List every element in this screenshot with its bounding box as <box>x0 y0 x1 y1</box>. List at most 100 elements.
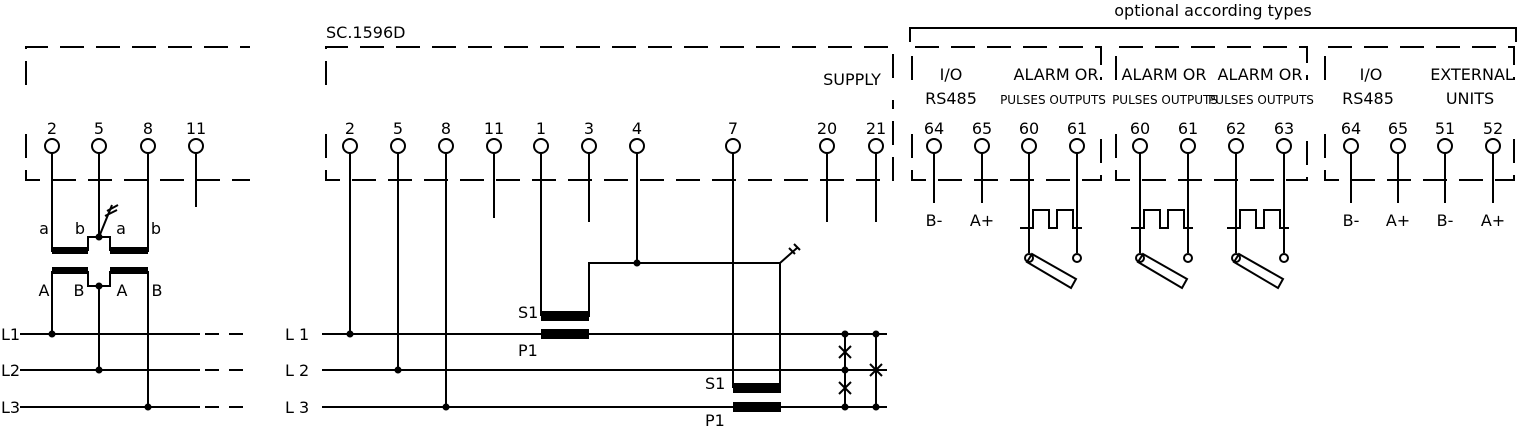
module3-terminal-64 <box>1343 138 1359 154</box>
ct2-secondary <box>733 383 781 393</box>
module1-alarm-label: ALARM OR <box>1014 65 1099 84</box>
module2-pulses-label: PULSES OUTPUTS <box>1112 93 1218 107</box>
left-line-label: L1 <box>1 325 20 344</box>
left-panel-border-bottom <box>25 134 250 181</box>
module2-terminal-label: 62 <box>1226 119 1246 138</box>
module3-terminal-label: 52 <box>1483 119 1503 138</box>
contact-terminal <box>1072 253 1082 263</box>
module2-alarm-label: ALARM OR <box>1218 65 1303 84</box>
module2-border-top <box>1115 46 1308 80</box>
module1-terminal-label: 65 <box>972 119 992 138</box>
module2-terminal-61 <box>1180 138 1196 154</box>
switch-contact-symbol <box>1136 252 1189 290</box>
main-panel: SC.1596D SUPPLY 2 5 8 11 1 3 4 7 20 21 <box>285 23 894 429</box>
ct1-secondary <box>541 311 589 321</box>
main-terminal-4 <box>629 138 645 154</box>
left-terminal-label: 11 <box>186 119 206 138</box>
main-terminal-20 <box>819 138 835 154</box>
main-terminal-label: 2 <box>345 119 355 138</box>
module3-bus-label: A+ <box>1386 211 1410 230</box>
module3-border-bottom <box>1324 134 1515 181</box>
vt-label-b: b <box>75 219 85 238</box>
vt-secondary-bar-1 <box>52 247 88 254</box>
left-panel: 2 5 8 11 a b a b A B A B L <box>1 46 250 417</box>
module2-terminal-60 <box>1132 138 1148 154</box>
vt-label-a: a <box>116 219 126 238</box>
pulse-train-symbol <box>1131 209 1193 229</box>
main-terminal-21 <box>868 138 884 154</box>
module1-border-top <box>911 46 1102 80</box>
optional-label: optional according types <box>1114 1 1311 20</box>
vt-secondary-bar-2 <box>110 247 148 254</box>
module1-bus-label: B- <box>926 211 943 230</box>
main-terminal-label: 1 <box>536 119 546 138</box>
vt-label-B: B <box>74 281 85 300</box>
switch-contact-symbol <box>1232 252 1285 290</box>
module1-border-bottom <box>911 134 1102 181</box>
module1-bus-label: A+ <box>970 211 994 230</box>
main-terminal-label: 20 <box>817 119 837 138</box>
left-terminal-2 <box>44 138 60 154</box>
main-terminal-label: 7 <box>728 119 738 138</box>
fuse-mark <box>838 345 852 359</box>
module2-terminal-label: 61 <box>1178 119 1198 138</box>
vt-label-a: a <box>39 219 49 238</box>
module3-terminal-label: 65 <box>1388 119 1408 138</box>
module3-terminal-label: 64 <box>1341 119 1361 138</box>
vt-label-A: A <box>39 281 50 300</box>
main-terminal-7 <box>725 138 741 154</box>
module1-terminal-label: 61 <box>1067 119 1087 138</box>
module2-alarm-label: ALARM OR <box>1122 65 1207 84</box>
contact-terminal <box>1279 253 1289 263</box>
left-panel-border-top <box>25 46 250 85</box>
module1-terminal-label: 60 <box>1019 119 1039 138</box>
main-line-label: L 2 <box>285 361 309 380</box>
module1-terminal-61 <box>1069 138 1085 154</box>
module2-border-bottom <box>1115 134 1308 181</box>
main-terminal-label: 5 <box>393 119 403 138</box>
module2-terminal-62 <box>1228 138 1244 154</box>
module1-terminal-64 <box>926 138 942 154</box>
module2-terminal-label: 60 <box>1130 119 1150 138</box>
left-terminal-label: 8 <box>143 119 153 138</box>
module1-rs-label: RS485 <box>925 89 977 108</box>
module3-terminal-51 <box>1437 138 1453 154</box>
main-terminal-11 <box>486 138 502 154</box>
module1-terminal-65 <box>974 138 990 154</box>
ct2-s1-label: S1 <box>705 374 725 393</box>
ct1-s1-label: S1 <box>518 303 538 322</box>
main-panel-border-top <box>325 46 894 85</box>
module1-terminal-label: 64 <box>924 119 944 138</box>
left-terminal-5 <box>91 138 107 154</box>
fuse-mark <box>838 381 852 395</box>
contact-terminal <box>1183 253 1193 263</box>
main-terminal-label: 21 <box>866 119 886 138</box>
vt-primary-bar-1 <box>52 267 88 274</box>
main-terminal-8 <box>438 138 454 154</box>
module3-io-label: I/O <box>1360 65 1383 84</box>
module3-terminal-label: 51 <box>1435 119 1455 138</box>
main-terminal-2 <box>342 138 358 154</box>
main-line-label: L 3 <box>285 398 309 417</box>
left-line-label: L2 <box>1 361 20 380</box>
module-2: ALARM OR PULSES OUTPUTS ALARM OR PULSES … <box>1112 46 1314 290</box>
ct1-p1-label: P1 <box>518 341 538 360</box>
left-line-label: L3 <box>1 398 20 417</box>
ct2-p1-label: P1 <box>705 411 725 429</box>
main-terminal-label: 11 <box>484 119 504 138</box>
module-3: I/O RS485 EXTERNAL UNITS 64 65 51 52 B- … <box>1324 46 1515 230</box>
module3-bus-label: A+ <box>1481 211 1505 230</box>
optional-bracket: optional according types <box>909 1 1517 42</box>
vt-label-A: A <box>117 281 128 300</box>
module3-units-label: UNITS <box>1446 89 1494 108</box>
module2-terminal-label: 63 <box>1274 119 1294 138</box>
vt-label-B: B <box>152 281 163 300</box>
module3-terminal-52 <box>1485 138 1501 154</box>
switch-contact-symbol <box>1025 252 1078 290</box>
supply-label: SUPPLY <box>823 70 881 89</box>
meter-model: SC.1596D <box>326 23 405 42</box>
main-terminal-label: 4 <box>632 119 642 138</box>
main-terminal-label: 3 <box>584 119 594 138</box>
module3-bus-label: B- <box>1437 211 1454 230</box>
